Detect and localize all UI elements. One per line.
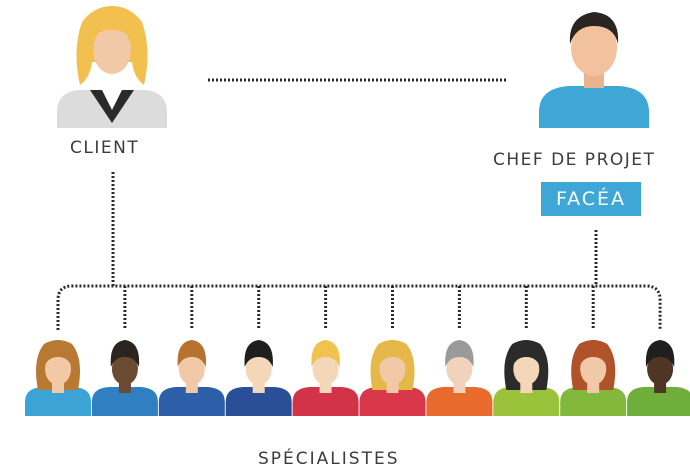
- specialist-person-icon: [25, 340, 91, 416]
- project-lead-man-icon: [539, 12, 649, 128]
- client-label: CLIENT: [70, 138, 140, 158]
- specialist-person-icon: [627, 340, 690, 416]
- connector-lines: [56, 78, 662, 330]
- specialists-label: SPÉCIALISTES: [258, 449, 400, 469]
- specialist-person-icon: [426, 340, 493, 416]
- specialist-person-icon: [225, 340, 292, 416]
- specialists-bus-connector: [56, 284, 662, 330]
- project-lead-label: CHEF DE PROJET: [493, 150, 656, 170]
- specialist-person-icon: [292, 340, 359, 416]
- specialist-person-icon: [91, 340, 158, 416]
- specialist-person-icon: [560, 340, 627, 416]
- company-badge: FACÉA: [541, 182, 641, 216]
- specialists-group: [25, 340, 690, 416]
- specialist-person-icon: [359, 340, 426, 416]
- specialist-person-icon: [493, 340, 560, 416]
- client-woman-icon: [57, 6, 167, 128]
- specialist-person-icon: [158, 340, 225, 416]
